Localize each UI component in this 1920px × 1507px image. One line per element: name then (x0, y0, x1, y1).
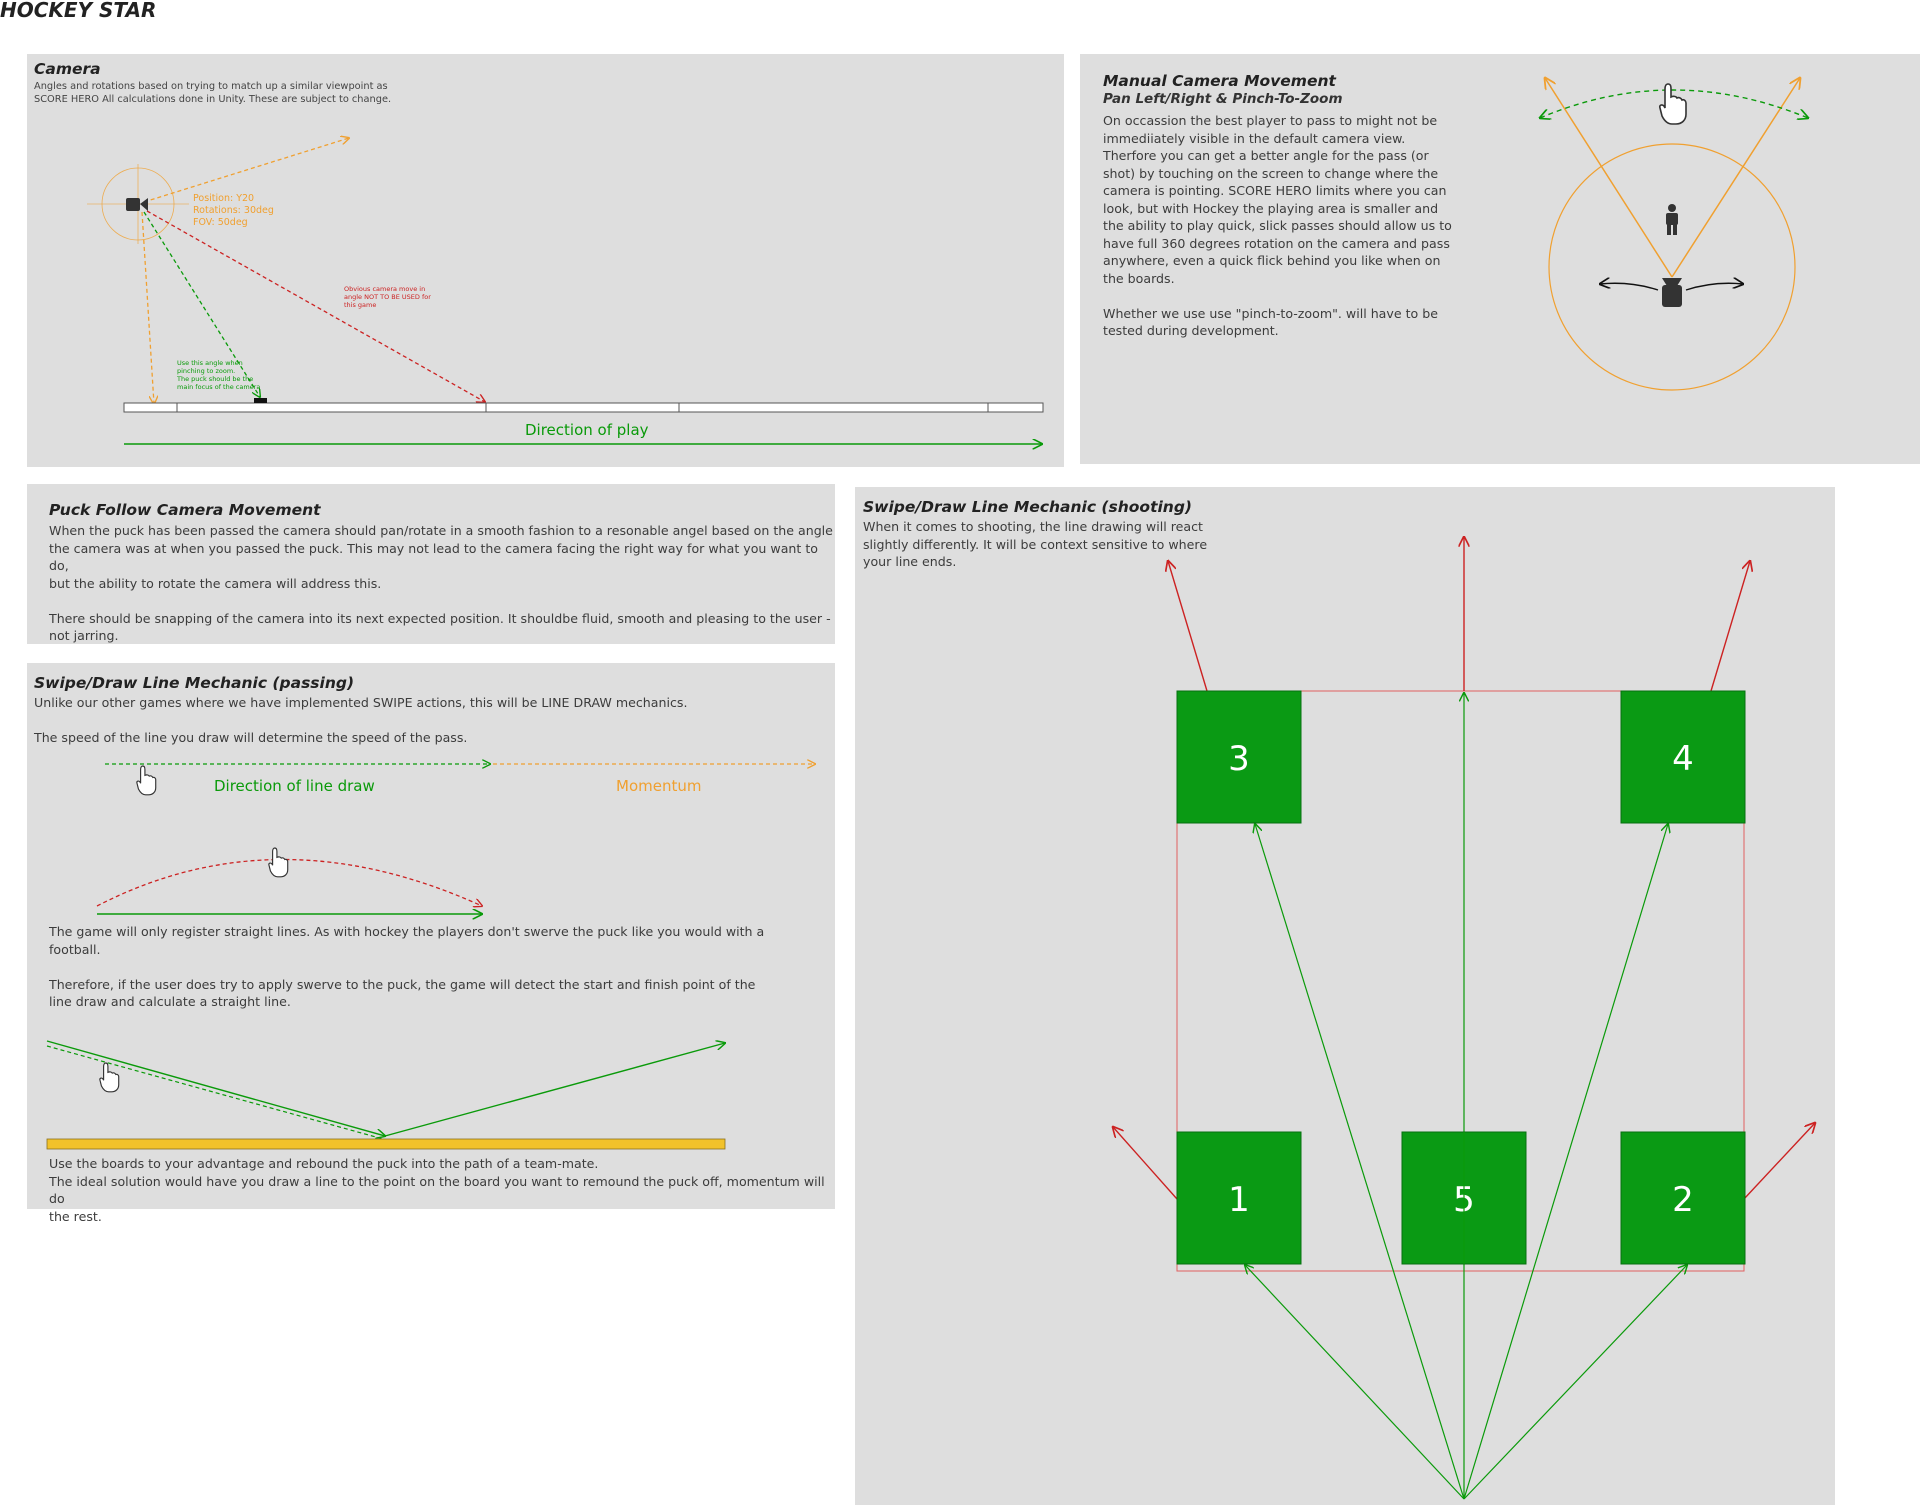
swerved-line (96, 858, 482, 907)
camera-icon (1662, 278, 1682, 307)
shot-deflect-arrow-top-right (1710, 561, 1750, 692)
bad-angle-note: Obvious camera move in angle NOT TO BE U… (344, 285, 431, 309)
bad-angle-ray (146, 210, 485, 402)
passing-boards-text: Use the boards to your advantage and reb… (49, 1156, 825, 1224)
drawn-line-dashed (46, 1045, 384, 1140)
video-camera-icon (126, 198, 148, 211)
passing-straight-text: The game will only register straight lin… (49, 924, 765, 1009)
shot-deflect-arrow-top-left (1168, 561, 1208, 692)
svg-text:3: 3 (1228, 739, 1250, 779)
zone-4: 4 (1620, 690, 1746, 824)
board-bar (46, 1138, 726, 1150)
camera-fov-label: FOV: 50deg (193, 217, 248, 228)
puck-follow-title: Puck Follow Camera Movement (49, 501, 321, 519)
direction-of-play-label: Direction of play (525, 421, 649, 439)
camera-intro: Angles and rotations based on trying to … (34, 81, 392, 105)
view-left-ray (1545, 78, 1673, 278)
shooting-body: When it comes to shooting, the line draw… (863, 519, 1208, 569)
svg-text:4: 4 (1672, 739, 1694, 779)
rotate-right-arrow (1685, 283, 1743, 291)
camera-title: Camera (34, 60, 101, 78)
zone-3: 3 (1176, 690, 1302, 824)
pan-arc (1540, 89, 1808, 118)
pointing-hand-icon (99, 1062, 120, 1093)
passing-intro: Unlike our other games where we have imp… (34, 695, 688, 745)
manual-camera-panel: Manual Camera Movement Pan Left/Right & … (1080, 54, 1920, 464)
shot-line-to-1 (1245, 1265, 1465, 1500)
rotate-left-arrow (1600, 283, 1659, 291)
svg-text:1: 1 (1228, 1180, 1250, 1220)
manual-camera-diagram (1080, 54, 1920, 391)
camera-position-label: Position: Y20 (193, 193, 255, 204)
zone-2: 2 (1620, 1131, 1746, 1265)
shooting-panel: Swipe/Draw Line Mechanic (shooting) When… (855, 487, 1835, 1505)
puck-follow-panel: Puck Follow Camera Movement When the puc… (27, 484, 835, 644)
manual-camera-subtitle: Pan Left/Right & Pinch-To-Zoom (1103, 91, 1343, 107)
view-bottom-ray (141, 211, 154, 404)
manual-camera-body: On occassion the best player to pass to … (1103, 113, 1452, 338)
passing-title: Swipe/Draw Line Mechanic (passing) (34, 674, 355, 692)
puck-icon (254, 398, 267, 403)
pointing-hand-icon (268, 847, 289, 878)
zone-1: 1 (1176, 1131, 1302, 1265)
rebound-pass-line (384, 1043, 725, 1137)
view-top-ray (143, 138, 349, 203)
svg-text:2: 2 (1672, 1180, 1694, 1220)
shooting-diagram: 3 4 1 5 2 (855, 487, 1835, 1500)
shot-line-to-3 (1255, 824, 1465, 1500)
shot-deflect-arrow-bottom-right (1743, 1123, 1815, 1200)
direction-of-line-draw-label: Direction of line draw (214, 777, 375, 795)
rotation-range-circle (1548, 143, 1796, 391)
passing-diagram (46, 663, 835, 1150)
incoming-pass-line (46, 1040, 385, 1136)
document-title: HOCKEY STAR (0, 0, 157, 22)
zoom-ray (143, 211, 260, 397)
puck-follow-body: When the puck has been passed the camera… (49, 523, 833, 643)
camera-panel: Camera Angles and rotations based on try… (27, 54, 1064, 467)
shot-line-to-4 (1463, 824, 1668, 1500)
shooting-title: Swipe/Draw Line Mechanic (shooting) (863, 498, 1193, 516)
manual-camera-title: Manual Camera Movement (1103, 72, 1336, 90)
camera-rotation-label: Rotations: 30deg (193, 205, 274, 216)
shot-deflect-arrow-bottom-left (1113, 1127, 1178, 1200)
shot-line-to-2 (1463, 1265, 1687, 1500)
camera-diagram (87, 54, 1044, 467)
passing-panel: Swipe/Draw Line Mechanic (passing) Unlik… (27, 663, 835, 1224)
momentum-label: Momentum (616, 777, 702, 795)
pointing-hand-icon (1659, 83, 1687, 125)
goal-frame (1176, 690, 1745, 1272)
player-icon (1666, 204, 1678, 235)
zoom-angle-note: Use this angle when pinching to zoom. Th… (177, 359, 261, 391)
rink-strip (123, 402, 1044, 413)
pointing-hand-icon (136, 765, 157, 796)
